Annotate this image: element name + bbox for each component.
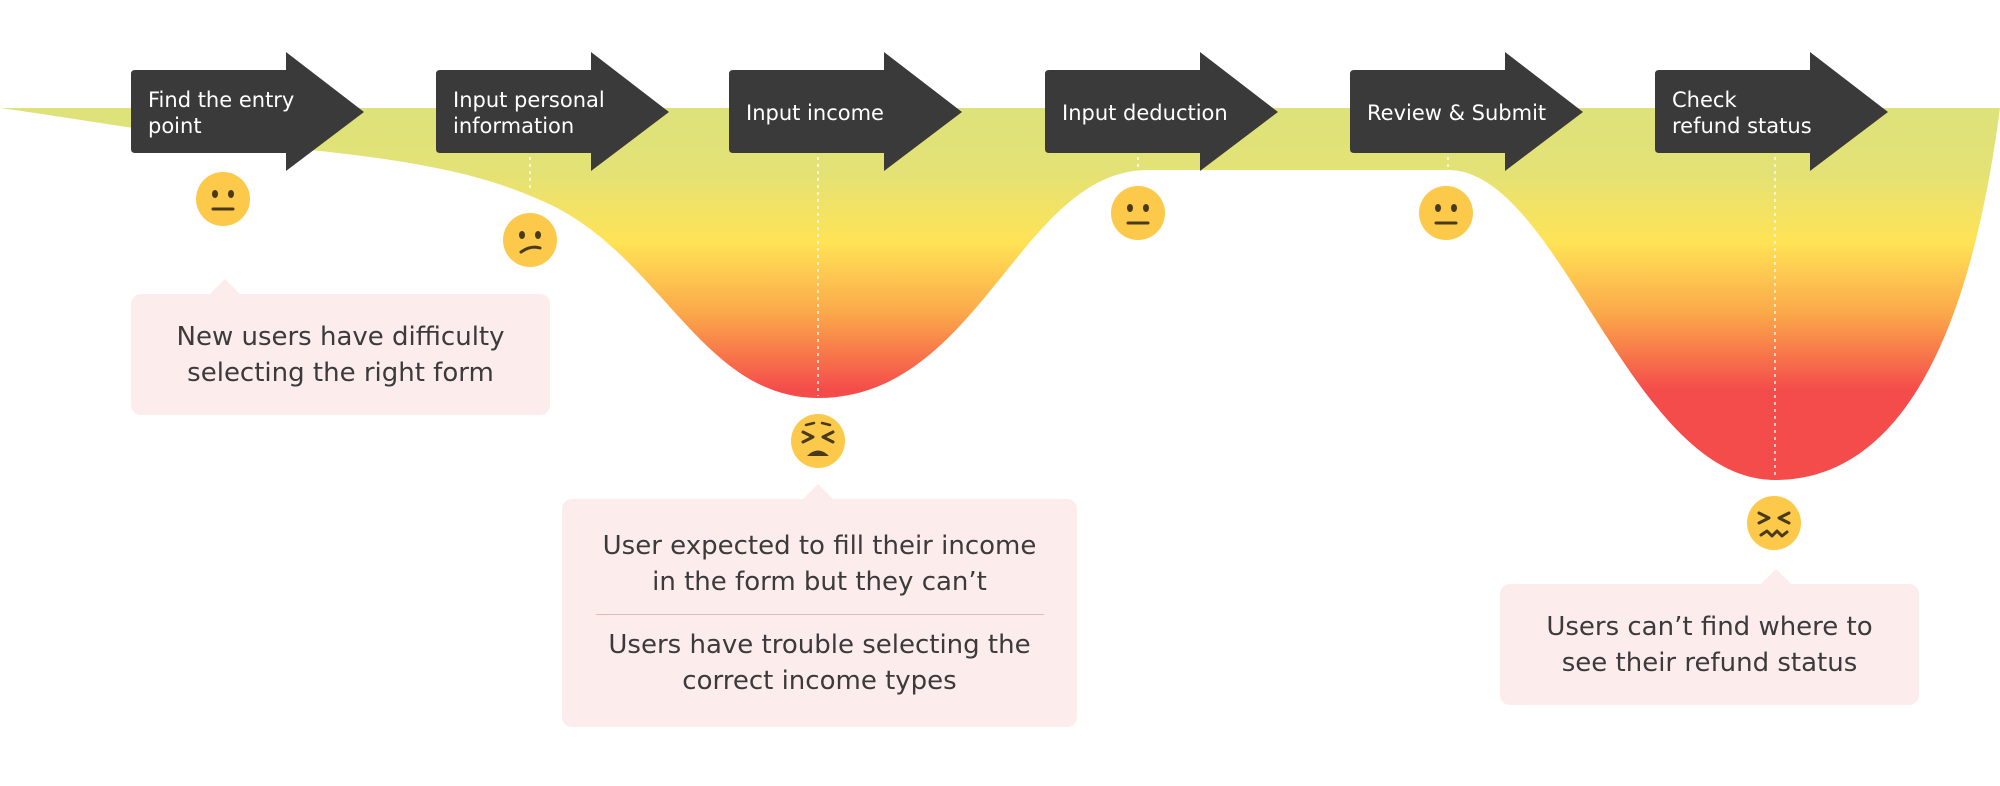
neutral-face-icon xyxy=(1111,186,1165,240)
step-label: Check xyxy=(1672,88,1737,112)
confused-face-icon xyxy=(503,213,557,267)
pain-point-text: Users have trouble selecting the xyxy=(608,629,1031,660)
callout-find-entry: New users have difficulty selecting the r… xyxy=(131,279,550,415)
step-label: Input deduction xyxy=(1062,101,1228,125)
pain-point-text: User expected to fill their income xyxy=(602,530,1037,561)
callout-refund-status: Users can’t find where to see their refun… xyxy=(1500,569,1919,705)
pain-point-text: correct income types xyxy=(682,665,957,696)
confounded-face-icon xyxy=(1747,496,1801,550)
pain-point-text: New users have difficulty xyxy=(176,321,505,352)
step-arrow-3: Input income xyxy=(729,52,962,171)
neutral-face-icon xyxy=(196,172,250,226)
guide-lines xyxy=(529,157,1776,478)
step-label: Input personal xyxy=(453,88,605,112)
step-arrow-5: Review & Submit xyxy=(1350,52,1583,171)
step-label: Find the entry xyxy=(148,88,294,112)
step-arrow-4: Input deduction xyxy=(1045,52,1278,171)
neutral-face-icon xyxy=(1419,186,1473,240)
pain-point-text: in the form but they can’t xyxy=(652,566,987,597)
callout-divider xyxy=(595,613,1044,615)
pain-point-text: Users can’t find where to xyxy=(1546,611,1873,642)
pain-point-text: see their refund status xyxy=(1561,647,1858,678)
step-label: Input income xyxy=(746,101,884,125)
pain-point-text: selecting the right form xyxy=(187,357,494,388)
step-label: Review & Submit xyxy=(1367,101,1546,125)
callout-input-income: User expected to fill their income in the… xyxy=(562,484,1077,727)
step-label: refund status xyxy=(1672,114,1812,138)
step-label: point xyxy=(148,114,202,138)
persevering-face-icon xyxy=(791,414,845,468)
step-label: information xyxy=(453,114,574,138)
